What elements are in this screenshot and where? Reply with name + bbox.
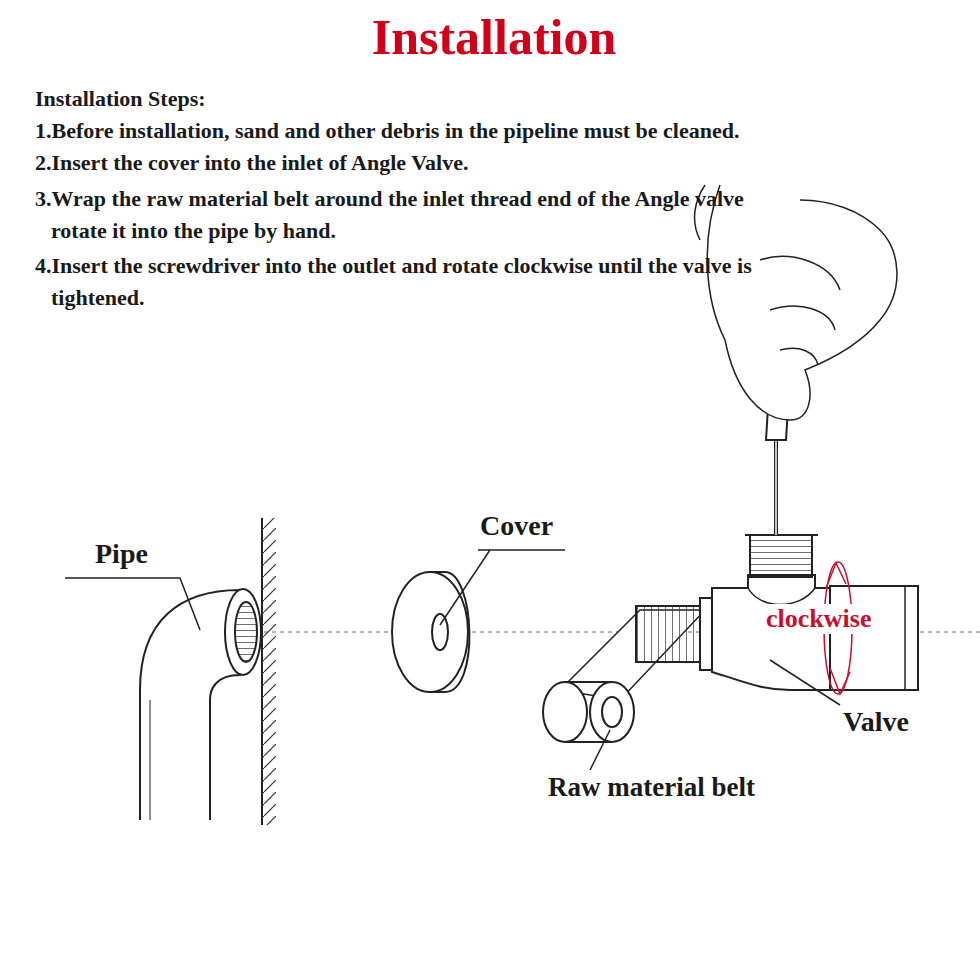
step-text: 2.Insert the cover into the inlet of Ang…	[35, 150, 935, 176]
part-label: Cover	[480, 510, 553, 542]
direction-label: clockwise	[764, 604, 873, 634]
part-label: Pipe	[95, 538, 148, 570]
steps-heading: Installation Steps:	[35, 86, 935, 112]
title: Installation	[4, 8, 980, 66]
step-text: 4.Insert the screwdriver into the outlet…	[35, 250, 791, 314]
part-label: Raw material belt	[548, 772, 755, 803]
step-text: 1.Before installation, sand and other de…	[35, 118, 975, 144]
part-label: Valve	[843, 706, 909, 738]
step-text: 3.Wrap the raw material belt around the …	[35, 183, 791, 247]
